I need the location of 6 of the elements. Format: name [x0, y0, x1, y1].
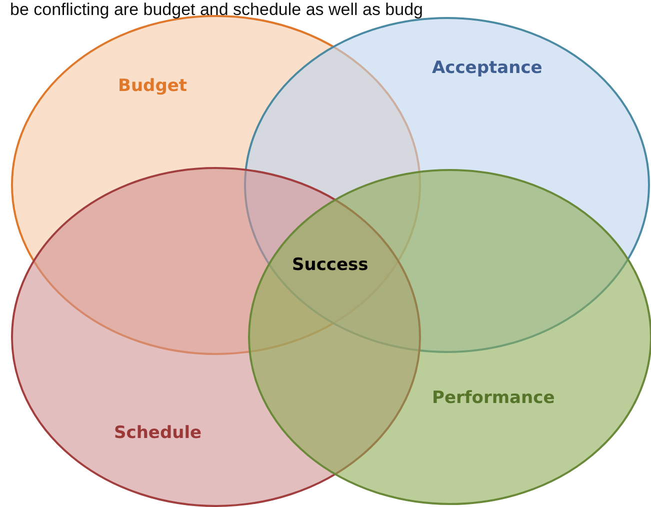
set-label: Schedule [114, 423, 202, 443]
set-label: Acceptance [432, 58, 542, 78]
body-text: be conflicting are budget and schedule as well as budg [10, 0, 424, 20]
intersection-label: Success [292, 255, 368, 275]
set-label: Performance [432, 388, 555, 408]
set-label: Budget [118, 76, 188, 96]
